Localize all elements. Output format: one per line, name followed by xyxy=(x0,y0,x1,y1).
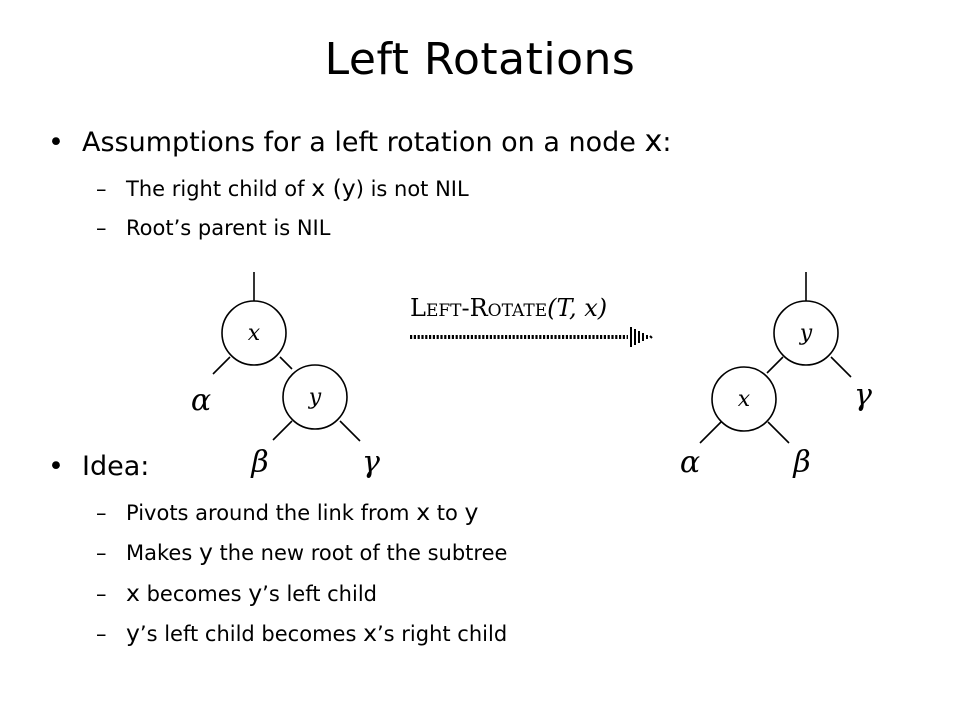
left-alpha-label: α xyxy=(191,383,211,418)
right-gamma-label: γ xyxy=(854,378,872,413)
op-hyphen: - xyxy=(461,294,469,322)
left-tree-alpha-edge xyxy=(212,356,231,375)
var-y: y xyxy=(126,619,140,647)
right-beta-label: β xyxy=(792,445,810,480)
sub-text: Makes xyxy=(126,541,199,565)
right-tree-root-node xyxy=(773,300,839,366)
op-smallcaps-eft: EFT xyxy=(426,301,462,321)
dash-marker: – xyxy=(96,177,107,201)
bullet-dot: • xyxy=(48,451,64,482)
left-beta-label: β xyxy=(250,445,268,480)
right-tree-alpha-edge xyxy=(699,421,722,444)
sub-text: The right child of xyxy=(126,177,312,201)
var-x: x xyxy=(126,579,140,607)
sub-text: ( xyxy=(325,174,342,202)
dash-marker: – xyxy=(96,582,107,606)
left-root-label: x xyxy=(248,321,261,346)
left-tree-root-node xyxy=(221,300,287,366)
bullet-text: Assumptions for a left rotation on a nod… xyxy=(82,127,645,158)
dash-marker: – xyxy=(96,216,107,240)
var-x: x xyxy=(363,619,377,647)
sub-text: ’s left child xyxy=(262,582,377,606)
sub-text: ’s left child becomes xyxy=(139,622,364,646)
op-args: (T, x) xyxy=(547,294,607,322)
right-tree-beta-edge xyxy=(767,421,790,444)
sub-text: ’s right child xyxy=(377,622,508,646)
bullet-var-x: x xyxy=(644,124,663,159)
rotation-arrow-head xyxy=(630,327,653,347)
bullet-colon: : xyxy=(662,127,672,158)
var-x: x xyxy=(416,498,431,526)
left-gamma-label: γ xyxy=(362,445,380,480)
right-tree-gamma-edge xyxy=(830,356,852,378)
op-letter-l: L xyxy=(410,294,426,322)
var-x: x xyxy=(311,174,326,202)
right-tree-root-child-edge xyxy=(766,356,784,374)
right-child-label: x xyxy=(738,387,751,412)
left-tree-root-child-edge xyxy=(279,356,293,370)
left-tree-gamma-edge xyxy=(339,420,361,442)
right-tree-child-node xyxy=(711,366,777,432)
sub-text: Pivots around the link from xyxy=(126,501,417,525)
bullet-assumptions: • Assumptions for a left rotation on a no… xyxy=(48,124,671,161)
sub-text: the new root of the subtree xyxy=(212,541,508,565)
bullet-text: Idea: xyxy=(82,451,150,482)
sub-bullet-makes-y-root: –Makes y the new root of the subtree xyxy=(96,537,507,568)
left-child-label: y xyxy=(308,385,322,410)
var-y: y xyxy=(341,174,356,202)
dash-marker: – xyxy=(96,501,107,525)
bullet-dot: • xyxy=(48,127,64,158)
left-tree-child-node xyxy=(282,364,348,430)
var-y: y xyxy=(464,498,479,526)
sub-text: ) is not NIL xyxy=(355,177,469,201)
sub-bullet-right-child: –The right child of x (y) is not NIL xyxy=(96,173,469,204)
op-letter-r: R xyxy=(470,294,489,322)
left-tree-beta-edge xyxy=(272,420,293,441)
slide-title: Left Rotations xyxy=(324,34,636,85)
right-root-label: y xyxy=(799,321,813,346)
var-y: y xyxy=(248,579,263,607)
sub-bullet-pivots: –Pivots around the link from x to y xyxy=(96,497,478,528)
dash-marker: – xyxy=(96,541,107,565)
bullet-idea: • Idea: xyxy=(48,449,149,485)
sub-bullet-y-left-child: –y’s left child becomes x’s right child xyxy=(96,618,507,649)
sub-text: becomes xyxy=(139,582,249,606)
sub-bullet-root-parent: –Root’s parent is NIL xyxy=(96,213,330,243)
op-smallcaps-otate: OTATE xyxy=(488,301,547,321)
sub-text: to xyxy=(430,501,465,525)
sub-text: Root’s parent is NIL xyxy=(126,216,331,240)
operation-label: LEFT-ROTATE(T, x) xyxy=(410,294,607,322)
right-alpha-label: α xyxy=(680,445,700,480)
var-y: y xyxy=(198,538,213,566)
sub-bullet-x-becomes-left: –x becomes y’s left child xyxy=(96,578,377,609)
dash-marker: – xyxy=(96,622,107,646)
